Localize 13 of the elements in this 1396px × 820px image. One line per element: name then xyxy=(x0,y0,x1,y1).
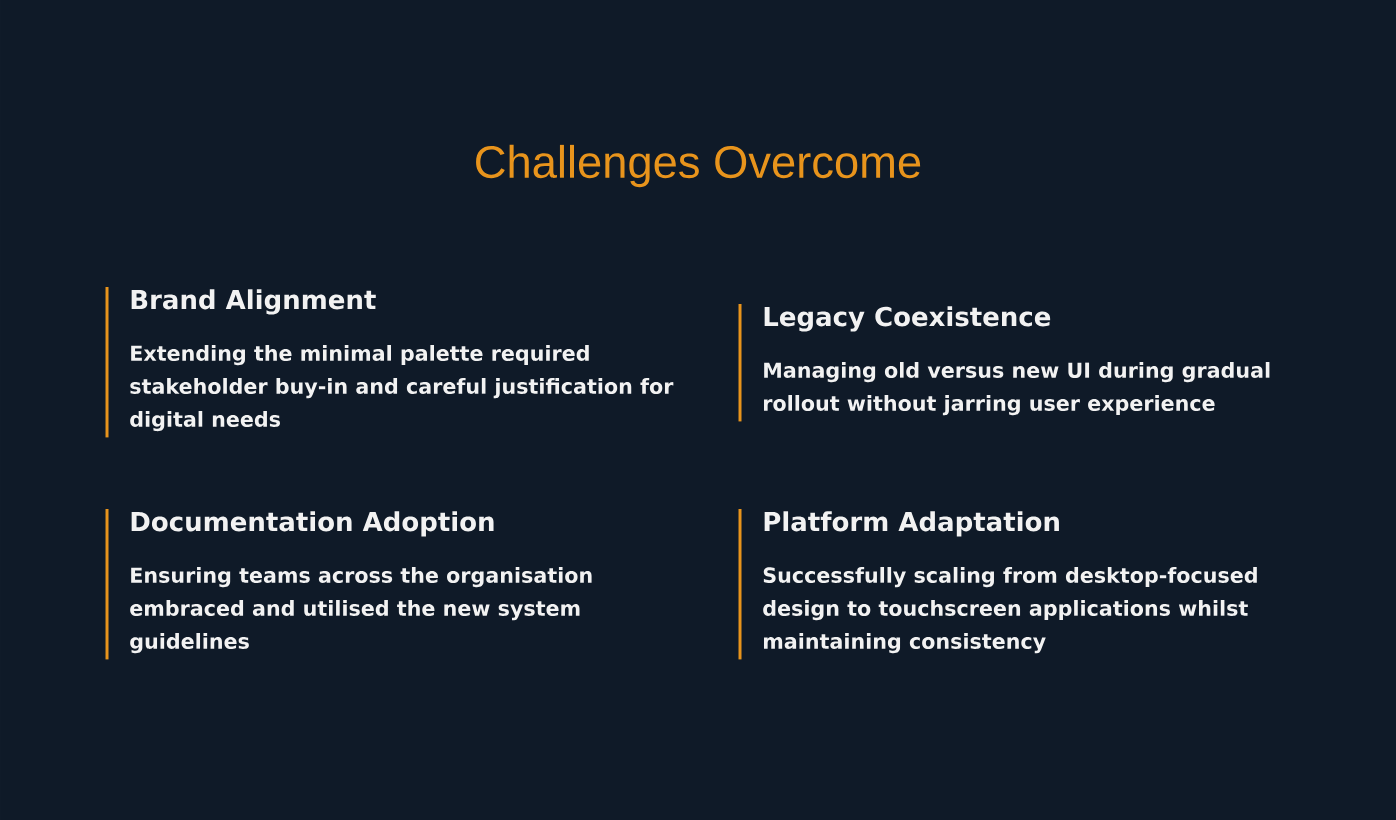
challenge-card xyxy=(738,509,1257,660)
card-description: Successfully scaling from desktop-focused design to touchscreen applications whilst maintaining consistency xyxy=(763,567,1257,654)
card-heading: Legacy Coexistence xyxy=(764,306,1051,332)
card-description: Managing old versus new UI during gradual rollout without jarring user experience xyxy=(764,362,1270,416)
card-heading: Documentation Adoption xyxy=(131,511,494,537)
title: Challenges Overcome xyxy=(476,144,921,188)
challenge-card xyxy=(105,287,674,438)
card-heading: Platform Adaptation xyxy=(764,511,1059,537)
card-description: Extending the minimal palette required stakeholder buy-in and careful justification for digital needs xyxy=(130,345,674,432)
card-description: Ensuring teams across the organisation embraced and utilised the new system guidelines xyxy=(130,567,592,654)
challenge-card xyxy=(738,304,1270,422)
card-heading: Brand Alignment xyxy=(131,289,376,315)
challenge-card xyxy=(105,509,592,660)
